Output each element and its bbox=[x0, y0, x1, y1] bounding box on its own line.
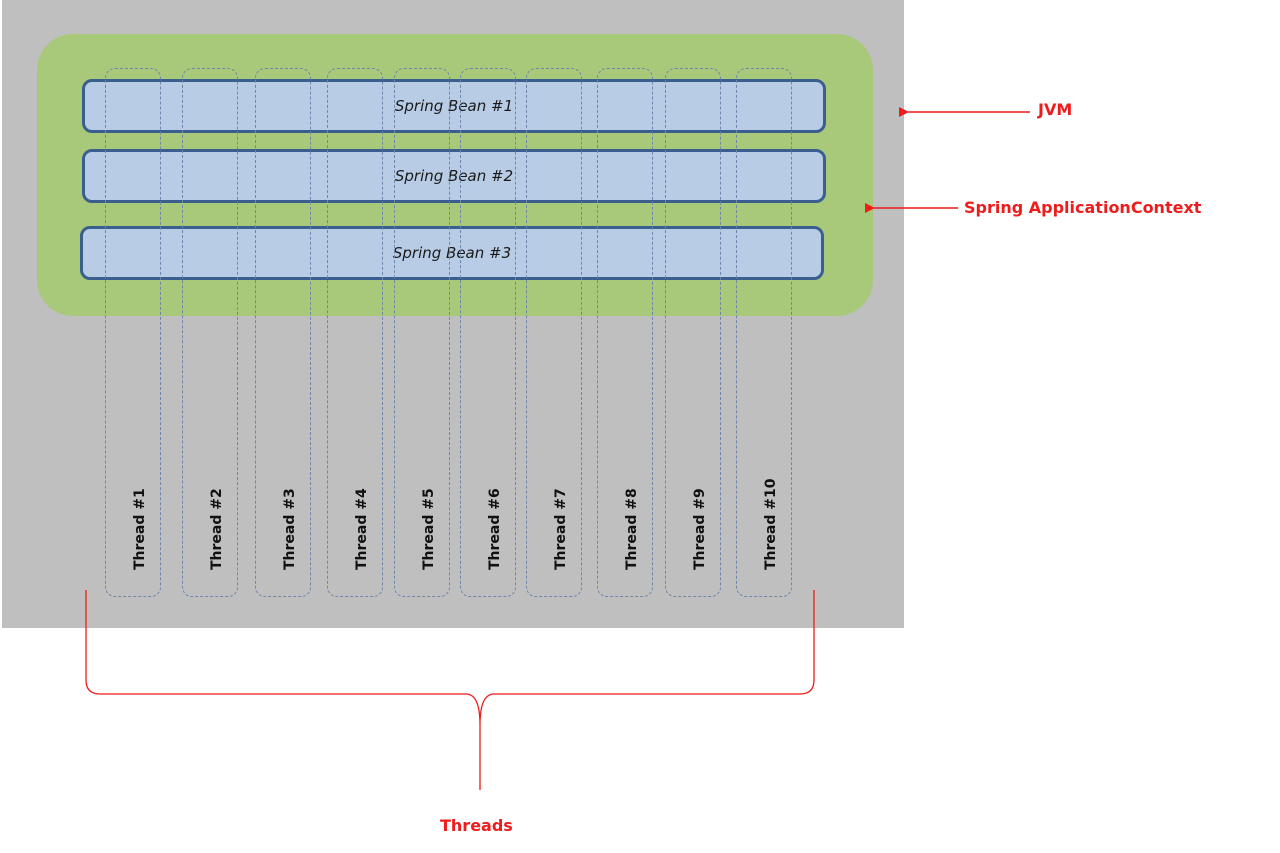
spring-bean-1: Spring Bean #1 bbox=[82, 79, 826, 133]
thread-lane-3: Thread #3 bbox=[255, 68, 311, 597]
thread-lane-5: Thread #5 bbox=[394, 68, 450, 597]
thread-lane-6: Thread #6 bbox=[460, 68, 516, 597]
spring-bean-2-label: Spring Bean #2 bbox=[394, 167, 514, 185]
spring-bean-2: Spring Bean #2 bbox=[82, 149, 826, 203]
thread-lane-7: Thread #7 bbox=[526, 68, 582, 597]
threads-label: Threads bbox=[440, 816, 513, 835]
thread-lane-4: Thread #4 bbox=[327, 68, 383, 597]
thread-lane-2: Thread #2 bbox=[182, 68, 238, 597]
thread-lane-10: Thread #10 bbox=[736, 68, 792, 597]
thread-lane-8: Thread #8 bbox=[597, 68, 653, 597]
thread-lane-1: Thread #1 bbox=[105, 68, 161, 597]
threads-brace bbox=[85, 590, 815, 790]
spring-bean-1-label: Spring Bean #1 bbox=[394, 97, 514, 115]
spring-bean-3: Spring Bean #3 bbox=[80, 226, 824, 280]
jvm-label: JVM bbox=[1038, 100, 1073, 119]
thread-lane-9: Thread #9 bbox=[665, 68, 721, 597]
spring-bean-3-label: Spring Bean #3 bbox=[392, 244, 512, 262]
context-label: Spring ApplicationContext bbox=[964, 198, 1202, 217]
